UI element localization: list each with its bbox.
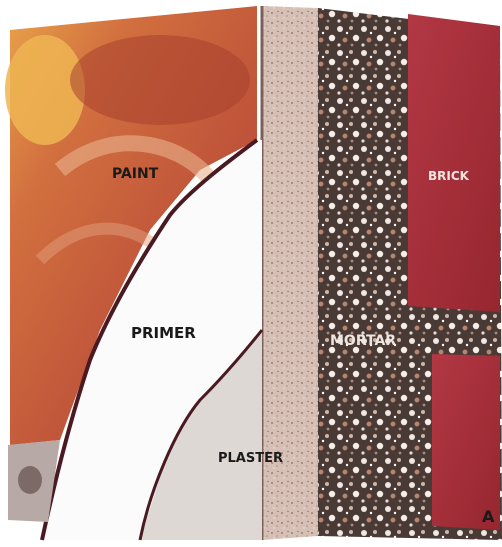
figure-letter: A — [482, 507, 495, 526]
plaster-label: PLASTER — [218, 451, 283, 466]
mortar-label: MORTAR — [330, 333, 396, 349]
brick-upper — [408, 14, 500, 312]
brick-label: BRICK — [428, 169, 470, 183]
brick-lower — [432, 354, 500, 530]
primer-label: PRIMER — [131, 324, 196, 342]
paint-label: PAINT — [112, 166, 159, 182]
